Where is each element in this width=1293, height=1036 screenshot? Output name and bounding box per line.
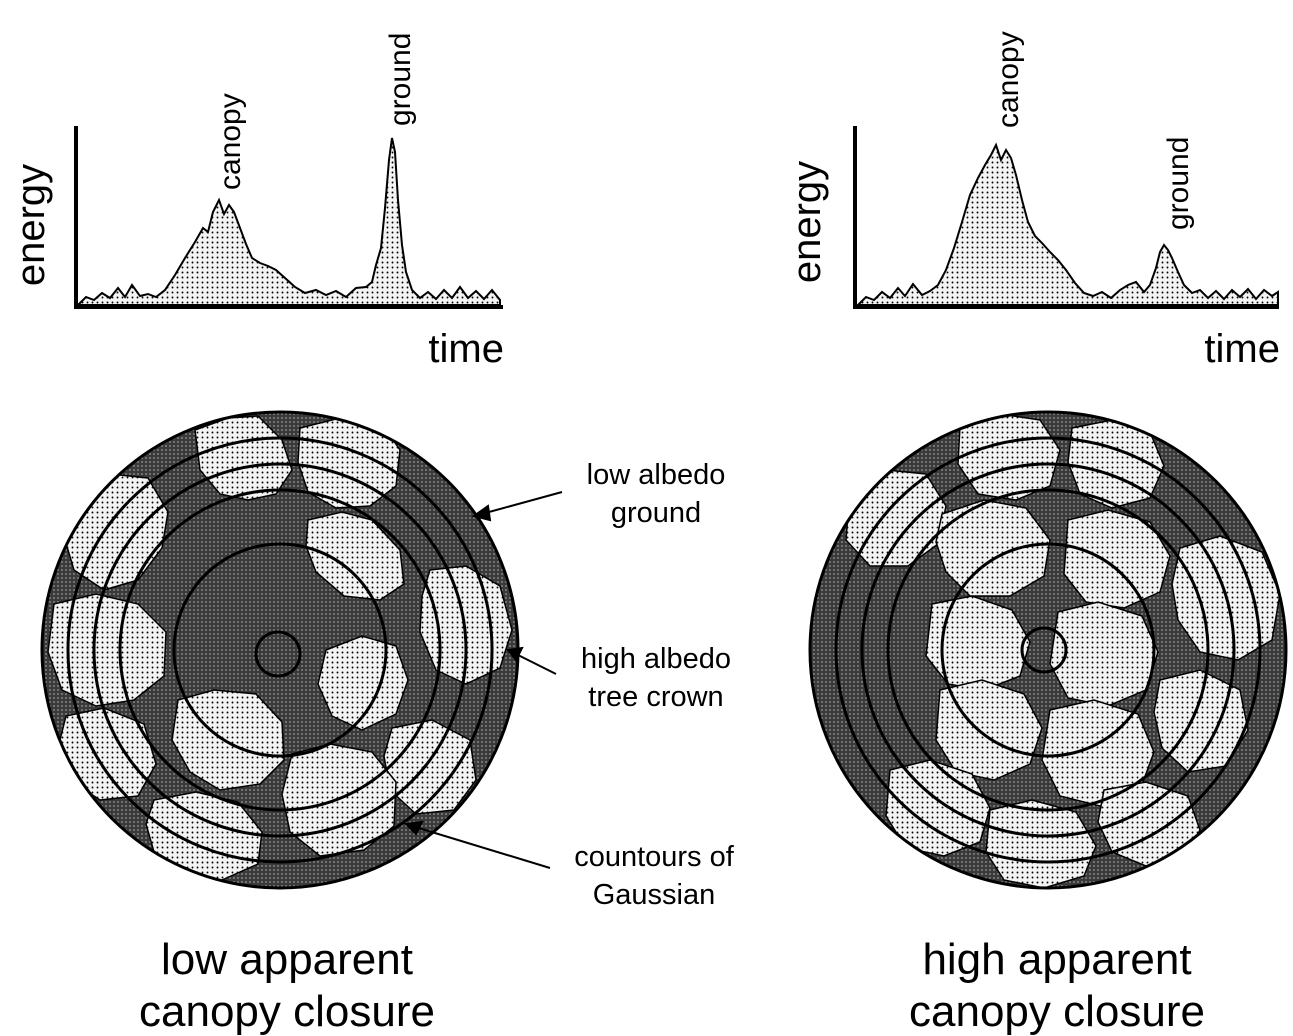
tree-crown [171,689,285,791]
high-albedo-label-line1: high albedo [581,643,731,675]
low-albedo-label-line2: ground [611,497,701,529]
right-x-axis-label: time [1204,327,1280,371]
tree-crown [1063,509,1171,609]
left-y-axis-label: energy [9,164,53,286]
tree-crown [935,679,1043,781]
right-ground-peak-label: ground [1162,137,1195,230]
contours-label-line2: Gaussian [593,879,716,911]
tree-crown [957,413,1061,501]
left-waveform-chart: energy time canopy ground [9,33,504,371]
right-caption-line1: high apparent [922,935,1191,984]
left-gaussian-contours [40,410,520,890]
tree-crown [925,595,1031,691]
low-albedo-label-line1: low albedo [587,459,726,491]
left-caption-line2: canopy closure [139,987,435,1036]
left-x-axis-label: time [428,327,504,371]
right-canopy-peak-label: canopy [992,31,1025,128]
tree-crown [935,499,1051,597]
left-caption-line1: low apparent [161,935,413,984]
tree-crown [47,593,167,707]
contours-label-line1: countours of [574,841,735,873]
right-y-axis-label: energy [785,161,829,283]
left-y-axis [74,126,503,309]
tree-crown [985,799,1097,888]
left-waveform-curve [75,137,501,306]
right-footprint: high apparent canopy closure [808,410,1288,1036]
tree-crown [305,511,405,601]
left-annotation-pointers [403,491,563,869]
left-footprint: low albedo ground high albedo tree crown… [40,410,735,1036]
right-waveform-chart: energy time canopy ground [785,31,1280,371]
right-caption-line2: canopy closure [909,987,1205,1036]
tree-crown [419,565,513,685]
right-gaussian-contours [808,410,1288,890]
tree-crown [885,759,991,857]
left-ground-peak-label: ground [384,33,417,126]
high-albedo-label-line2: tree crown [588,681,723,713]
tree-crown [383,719,477,815]
right-y-axis [853,126,1279,309]
left-canopy-peak-label: canopy [214,93,247,190]
right-waveform-curve [855,142,1279,306]
